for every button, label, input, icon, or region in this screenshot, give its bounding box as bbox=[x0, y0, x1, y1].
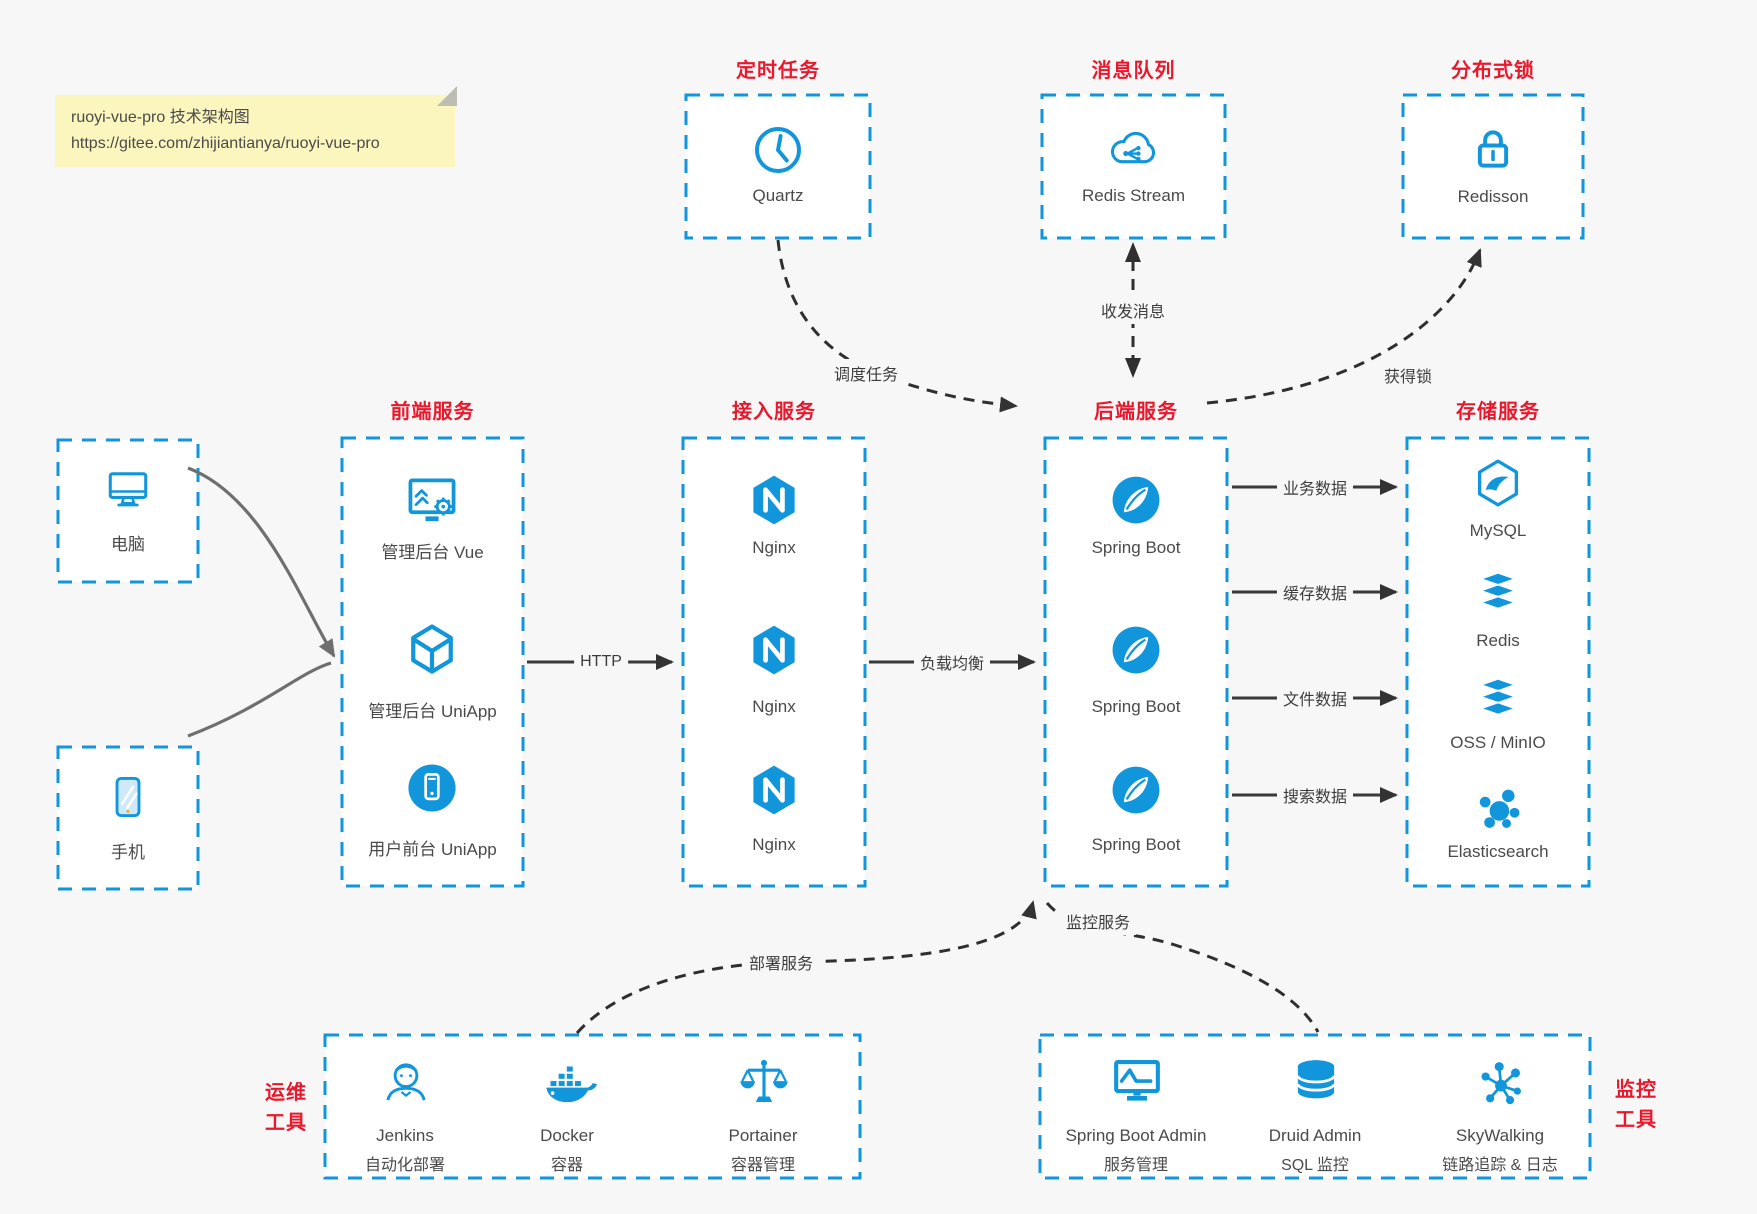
user-uniapp-label: 用户前台 UniApp bbox=[368, 840, 497, 859]
redis-label: Redis bbox=[1476, 631, 1520, 650]
edge-label-lock: 获得锁 bbox=[1377, 361, 1439, 389]
edge-label-load-balance: 负载均衡 bbox=[913, 648, 991, 676]
nginx-label: Nginx bbox=[752, 835, 796, 854]
nginx-icon bbox=[744, 760, 804, 820]
skywalking-icon bbox=[1472, 1053, 1530, 1111]
druid-admin-icon bbox=[1287, 1053, 1345, 1111]
skywalking-desc: 链路追踪 & 日志 bbox=[1442, 1157, 1558, 1174]
oss-minio-icon bbox=[1470, 670, 1526, 726]
edge-label-search: 搜索数据 bbox=[1276, 781, 1354, 809]
admin-uniapp-label: 管理后台 UniApp bbox=[368, 702, 497, 721]
spring-boot-icon bbox=[1106, 620, 1166, 680]
mysql-label: MySQL bbox=[1469, 521, 1527, 540]
edge-label-schedule: 调度任务 bbox=[827, 359, 905, 387]
druid-admin-name: Druid Admin bbox=[1268, 1126, 1362, 1145]
ops-group-title-line2: 工具 bbox=[265, 1112, 307, 1134]
redis-icon bbox=[1470, 564, 1526, 620]
cloud-stream-icon bbox=[1104, 120, 1162, 178]
column-title-gateway: 接入服务 bbox=[732, 401, 816, 423]
edge-label-file: 文件数据 bbox=[1276, 684, 1354, 712]
group-title-lock: 分布式锁 bbox=[1451, 60, 1535, 82]
monitor-group-title-line2: 工具 bbox=[1615, 1109, 1657, 1131]
nginx-icon bbox=[744, 470, 804, 530]
docker-name: Docker bbox=[540, 1126, 594, 1145]
docker-desc: 容器 bbox=[550, 1157, 583, 1174]
note-fold-corner bbox=[437, 86, 457, 106]
monitor-group-title-line1: 监控 bbox=[1615, 1079, 1657, 1101]
desktop-icon bbox=[101, 462, 155, 516]
column-title-backend: 后端服务 bbox=[1094, 401, 1178, 423]
spring-boot-label: Spring Boot bbox=[1091, 835, 1181, 854]
docker-icon bbox=[539, 1055, 597, 1113]
quartz-label: Quartz bbox=[752, 186, 804, 205]
edge-label-business: 业务数据 bbox=[1276, 473, 1354, 501]
mobile-label: 手机 bbox=[111, 843, 145, 862]
spring-boot-label: Spring Boot bbox=[1091, 697, 1181, 716]
nginx-icon bbox=[744, 620, 804, 680]
portainer-desc: 容器管理 bbox=[730, 1157, 795, 1174]
lock-icon bbox=[1465, 121, 1521, 177]
pc-label: 电脑 bbox=[111, 535, 145, 554]
edge-label-http: HTTP bbox=[574, 651, 628, 673]
oss-minio-label: OSS / MinIO bbox=[1450, 733, 1546, 752]
nginx-label: Nginx bbox=[752, 697, 796, 716]
group-title-scheduler: 定时任务 bbox=[736, 60, 820, 82]
jenkins-desc: 自动化部署 bbox=[364, 1157, 445, 1174]
edge-label-messages: 收发消息 bbox=[1094, 296, 1172, 324]
edge-label-deploy: 部署服务 bbox=[742, 948, 820, 976]
spring-boot-admin-icon bbox=[1108, 1053, 1166, 1111]
spring-boot-admin-desc: 服务管理 bbox=[1103, 1157, 1168, 1174]
note-title: ruoyi-vue-pro 技术架构图 bbox=[71, 109, 250, 126]
group-title-mq: 消息队列 bbox=[1091, 60, 1176, 82]
mysql-icon bbox=[1470, 455, 1526, 511]
spring-boot-icon bbox=[1106, 470, 1166, 530]
druid-admin-desc: SQL 监控 bbox=[1281, 1157, 1349, 1174]
user-uniapp-icon bbox=[403, 759, 461, 817]
uniapp-cube-icon bbox=[402, 620, 462, 680]
skywalking-name: SkyWalking bbox=[1455, 1126, 1545, 1145]
elasticsearch-icon bbox=[1470, 778, 1527, 835]
msg-arrowhead-up bbox=[1125, 242, 1141, 262]
portainer-name: Portainer bbox=[728, 1126, 798, 1145]
spring-boot-admin-name: Spring Boot Admin bbox=[1065, 1126, 1207, 1145]
solid-arrows bbox=[527, 479, 1398, 803]
note-url: https://gitee.com/zhijiantianya/ruoyi-vu… bbox=[71, 135, 380, 152]
msg-arrowhead-down bbox=[1125, 358, 1141, 378]
edge-label-monitor: 监控服务 bbox=[1059, 907, 1137, 935]
spring-boot-label: Spring Boot bbox=[1091, 538, 1181, 557]
elasticsearch-label: Elasticsearch bbox=[1447, 842, 1549, 861]
jenkins-name: Jenkins bbox=[376, 1126, 434, 1145]
clock-icon bbox=[750, 122, 806, 178]
spring-boot-icon bbox=[1106, 760, 1166, 820]
admin-vue-label: 管理后台 Vue bbox=[381, 543, 484, 562]
client-arrows bbox=[187, 466, 336, 738]
column-title-frontend: 前端服务 bbox=[390, 401, 475, 423]
nginx-label: Nginx bbox=[752, 538, 796, 557]
portainer-icon bbox=[735, 1053, 793, 1111]
redisson-label: Redisson bbox=[1457, 187, 1529, 206]
column-title-storage: 存储服务 bbox=[1456, 401, 1540, 423]
edge-label-cache: 缓存数据 bbox=[1276, 578, 1354, 606]
ops-group-title-line1: 运维 bbox=[265, 1082, 307, 1104]
admin-vue-icon bbox=[402, 470, 462, 530]
redis-stream-label: Redis Stream bbox=[1082, 186, 1185, 205]
sticky-note: ruoyi-vue-pro 技术架构图 https://gitee.com/zh… bbox=[55, 95, 455, 167]
jenkins-icon bbox=[377, 1053, 435, 1111]
phone-icon bbox=[101, 770, 155, 824]
